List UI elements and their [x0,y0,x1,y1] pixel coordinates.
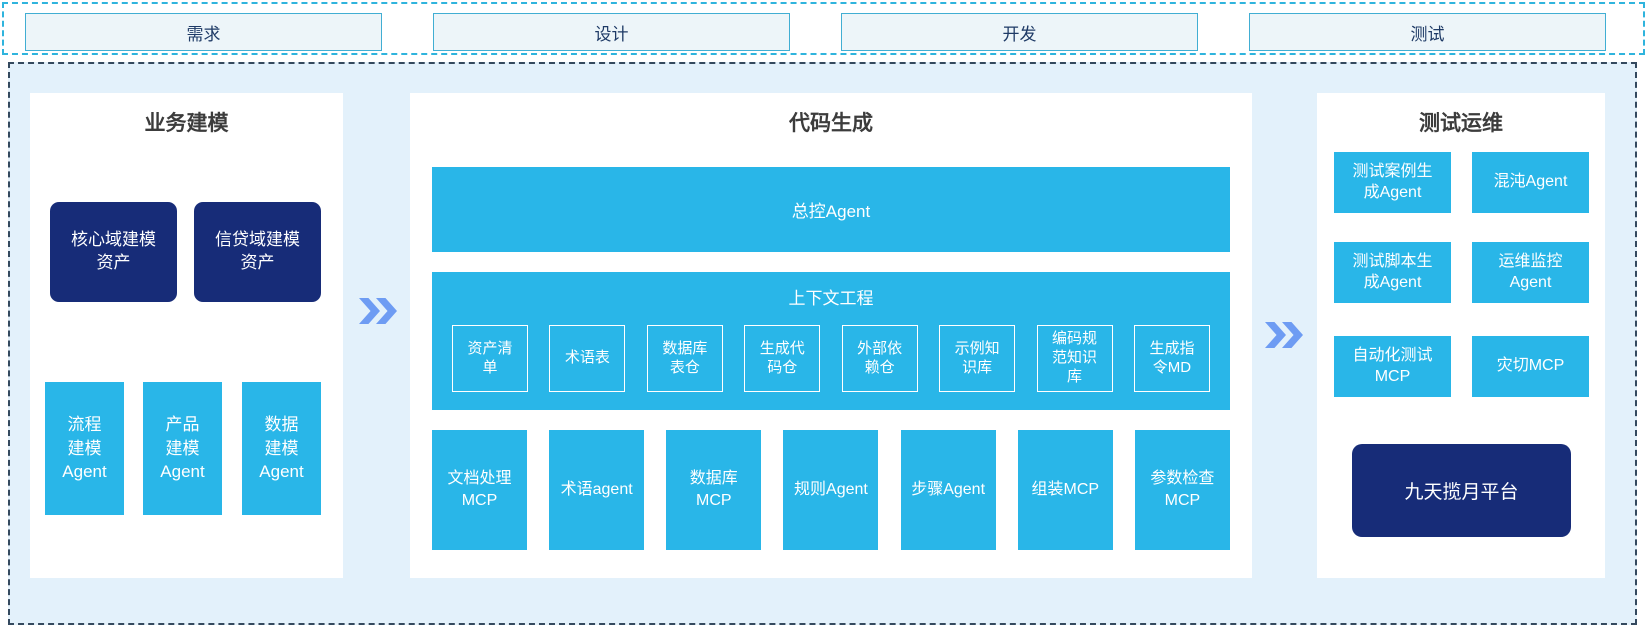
panel-test-ops: 测试运维 测试案例生 成Agent 混沌Agent 测试脚本生 成Agent 运… [1317,93,1605,578]
box-example-knowledge-base: 示例知 识库 [939,325,1016,392]
box-test-script-generation-agent: 测试脚本生 成Agent [1334,242,1451,303]
box-disaster-switch-mcp: 灾切MCP [1472,336,1589,397]
box-glossary: 术语表 [549,325,626,392]
box-master-control-agent: 总控Agent [432,167,1230,252]
phase-strip: 需求 设计 开发 测试 [2,2,1645,55]
box-rule-agent: 规则Agent [783,430,879,550]
box-product-modeling-agent: 产品 建模 Agent [143,382,222,515]
context-engineering-block: 上下文工程 资产清 单 术语表 数据库 表仓 生成代 码仓 外部依 赖仓 示例知… [432,272,1230,410]
box-data-modeling-agent: 数据 建模 Agent [242,382,321,515]
phase-development: 开发 [841,13,1198,51]
box-document-processing-mcp: 文档处理 MCP [432,430,527,550]
context-engineering-items: 资产清 单 术语表 数据库 表仓 生成代 码仓 外部依 赖仓 示例知 识库 编码… [452,325,1210,392]
box-jiutian-lanyue-platform: 九天揽月平台 [1352,444,1571,537]
panel-title-test-ops: 测试运维 [1419,112,1503,135]
box-chaos-agent: 混沌Agent [1472,152,1589,213]
code-generation-tools-row: 文档处理 MCP 术语agent 数据库 MCP 规则Agent 步骤Agent… [432,430,1230,550]
box-parameter-check-mcp: 参数检查 MCP [1134,430,1230,550]
panel-title-code-generation: 代码生成 [789,112,873,135]
box-assembly-mcp: 组装MCP [1017,430,1113,550]
box-database-table-repo: 数据库 表仓 [646,325,723,392]
phase-testing: 测试 [1249,13,1606,51]
phase-requirements: 需求 [25,13,382,51]
box-credit-domain-modeling-assets: 信贷域建模 资产 [194,202,321,302]
box-coding-standard-knowledge-base: 编码规 范知识 库 [1036,325,1113,392]
box-external-dependency-repo: 外部依 赖仓 [841,325,918,392]
box-step-agent: 步骤Agent [900,430,996,550]
box-process-modeling-agent: 流程 建模 Agent [45,382,124,515]
flow-chevron-icon-2 [1265,322,1303,348]
box-generation-instruction-md: 生成指 令MD [1133,325,1210,392]
box-generated-code-repo: 生成代 码仓 [744,325,821,392]
panel-business-modeling: 业务建模 核心域建模 资产 信贷域建模 资产 流程 建模 Agent 产品 建模… [30,93,343,578]
box-terminology-agent: 术语agent [549,430,645,550]
box-test-case-generation-agent: 测试案例生 成Agent [1334,152,1451,213]
phase-design: 设计 [433,13,790,51]
box-asset-list: 资产清 单 [452,325,528,392]
panel-code-generation: 代码生成 总控Agent 上下文工程 资产清 单 术语表 数据库 表仓 生成代 … [410,93,1252,578]
flow-chevron-icon-1 [359,298,397,324]
box-automated-testing-mcp: 自动化测试 MCP [1334,336,1451,397]
box-database-mcp: 数据库 MCP [666,430,762,550]
box-ops-monitoring-agent: 运维监控 Agent [1472,242,1589,303]
context-engineering-title: 上下文工程 [788,289,874,308]
main-container: 业务建模 核心域建模 资产 信贷域建模 资产 流程 建模 Agent 产品 建模… [8,62,1637,625]
box-core-domain-modeling-assets: 核心域建模 资产 [50,202,177,302]
panel-title-business-modeling: 业务建模 [144,112,229,135]
